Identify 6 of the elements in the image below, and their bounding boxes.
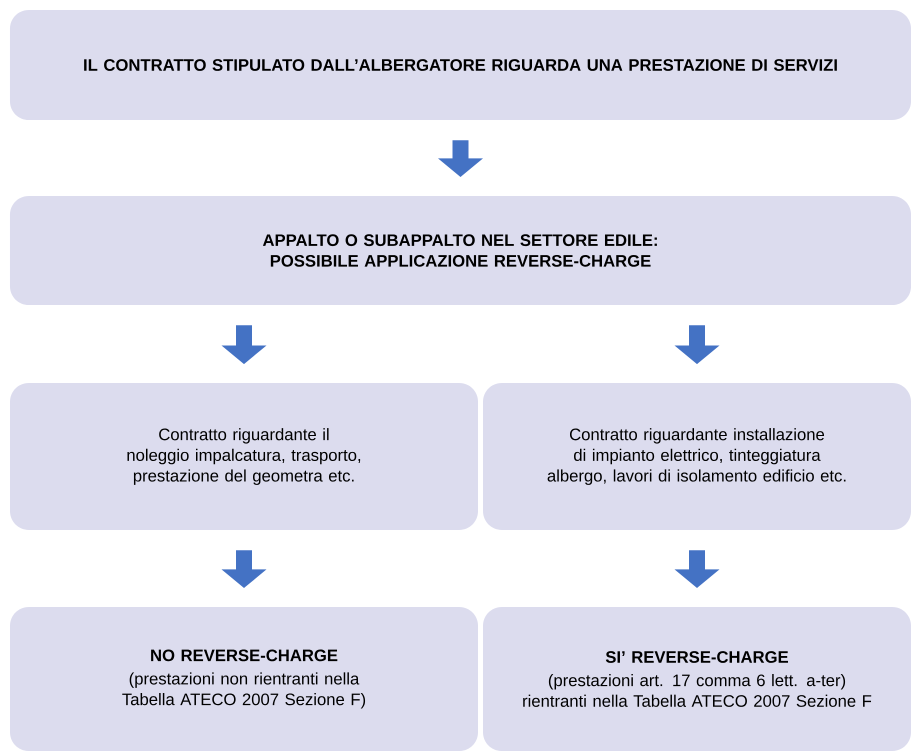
process-box: NO REVERSE-CHARGE (prestazioni non rientranti nella Tabella ATECO 2007 Sezione F) bbox=[10, 607, 478, 751]
process-box: SI’ REVERSE-CHARGE (prestazioni art. 17 comma 6 lett. a-ter) rientranti nella Tabella ATECO 2007 Sezione F bbox=[483, 607, 911, 751]
process-box: APPALTO O SUBAPPALTO NEL SETTORE EDILE: POSSIBILE APPLICAZIONE REVERSE-CHARGE bbox=[10, 196, 911, 306]
process-box: Contratto riguardante il noleggio impalcatura, trasporto, prestazione del geometra etc. bbox=[10, 383, 478, 530]
process-box: Contratto riguardante installazione di impianto elettrico, tinteggiatura albergo, lavori di isolamento edificio etc. bbox=[483, 383, 911, 530]
process-box: IL CONTRATTO STIPULATO DALL’ALBERGATORE RIGUARDA UNA PRESTAZIONE DI SERVIZI bbox=[10, 10, 911, 120]
